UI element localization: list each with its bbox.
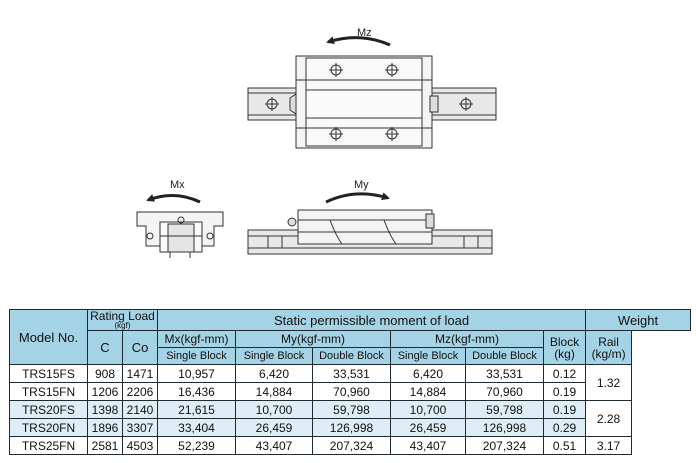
co-cell: 2206 bbox=[122, 382, 158, 401]
mx-rotation-arrow bbox=[146, 194, 201, 204]
mz-header: Mz(kgf-mm) bbox=[390, 330, 544, 348]
co-cell: 4503 bbox=[122, 436, 158, 455]
mx-cell: 33,404 bbox=[157, 418, 236, 437]
my-double-header: Double Block bbox=[312, 347, 391, 365]
header-row-1: Model No. Rating Load (kgf) Static permi… bbox=[9, 309, 691, 365]
mz-label: Mz bbox=[357, 27, 372, 39]
header-row-3: Single Block Single Block Double Block S… bbox=[10, 347, 691, 365]
block-weight-cell: 0.51 bbox=[542, 436, 587, 455]
mz-single-cell: 6,420 bbox=[390, 364, 466, 383]
my-single-cell: 10,700 bbox=[235, 400, 313, 419]
my-single-header: Single Block bbox=[235, 347, 313, 365]
technical-drawings: Mz Mx My bbox=[136, 27, 497, 258]
mz-rotation-arrow bbox=[326, 36, 391, 47]
front-view-drawing bbox=[136, 194, 224, 258]
model-cell: TRS15FS bbox=[9, 364, 88, 383]
table-row: TRS25FN 2581 4503 52,239 43,407 207,324 … bbox=[9, 436, 691, 455]
mz-double-cell: 207,324 bbox=[465, 436, 544, 455]
block-unit: (kg) bbox=[554, 346, 575, 361]
my-header: My(kgf-mm) bbox=[235, 330, 391, 348]
block-weight-cell: 0.19 bbox=[542, 400, 587, 419]
my-single-cell: 43,407 bbox=[235, 436, 313, 455]
c-cell: 2581 bbox=[87, 436, 123, 455]
header-row-2: C Co Mx(kgf-mm) My(kgf-mm) Mz(kgf-mm) Bl… bbox=[10, 330, 691, 365]
my-double-cell: 33,531 bbox=[312, 364, 391, 383]
top-view-drawing bbox=[247, 36, 497, 149]
my-single-cell: 26,459 bbox=[235, 418, 313, 437]
my-single-cell: 6,420 bbox=[235, 364, 313, 383]
rail-weight-cell: 3.17 bbox=[585, 436, 633, 455]
my-double-cell: 70,960 bbox=[312, 382, 391, 401]
c-cell: 1398 bbox=[87, 400, 123, 419]
mz-double-cell: 59,798 bbox=[465, 400, 544, 419]
mx-cell: 52,239 bbox=[157, 436, 236, 455]
model-cell: TRS25FN bbox=[9, 436, 88, 455]
my-rotation-arrow bbox=[325, 192, 390, 204]
mx-header: Mx(kgf-mm) bbox=[157, 330, 236, 348]
mz-double-header: Double Block bbox=[465, 347, 544, 365]
rail-weight-cell: 2.28 bbox=[585, 400, 633, 437]
co-cell: 2140 bbox=[122, 400, 158, 419]
block-weight-cell: 0.29 bbox=[542, 418, 587, 437]
mz-double-cell: 70,960 bbox=[465, 382, 544, 401]
rail-weight-cell: 1.32 bbox=[585, 364, 633, 401]
model-cell: TRS20FS bbox=[9, 400, 88, 419]
block-weight-cell: 0.19 bbox=[542, 382, 587, 401]
mz-double-cell: 126,998 bbox=[465, 418, 544, 437]
specification-table: Model No. Rating Load (kgf) Static permi… bbox=[9, 309, 691, 455]
block-weight-cell: 0.12 bbox=[542, 364, 587, 383]
mz-single-cell: 14,884 bbox=[390, 382, 466, 401]
model-cell: TRS15FN bbox=[9, 382, 88, 401]
block-weight-header: Block (kg) bbox=[542, 330, 587, 365]
co-cell: 1471 bbox=[122, 364, 158, 383]
my-single-cell: 14,884 bbox=[235, 382, 313, 401]
mx-label: Mx bbox=[170, 179, 185, 191]
c-cell: 1206 bbox=[87, 382, 123, 401]
table-row: TRS15FS 908 1471 10,957 6,420 33,531 6,4… bbox=[9, 364, 691, 401]
table-row: TRS20FS 1398 2140 21,615 10,700 59,798 1… bbox=[9, 400, 691, 437]
co-cell: 3307 bbox=[122, 418, 158, 437]
mz-single-cell: 26,459 bbox=[390, 418, 466, 437]
block-label: Block bbox=[549, 334, 580, 349]
mx-cell: 10,957 bbox=[157, 364, 236, 383]
mz-single-header: Single Block bbox=[390, 347, 466, 365]
my-label: My bbox=[354, 179, 369, 191]
c-cell: 1896 bbox=[87, 418, 123, 437]
mz-double-cell: 33,531 bbox=[465, 364, 544, 383]
mx-cell: 21,615 bbox=[157, 400, 236, 419]
rail-weight-header: Rail (kg/m) bbox=[585, 330, 633, 365]
mz-single-cell: 10,700 bbox=[390, 400, 466, 419]
c-cell: 908 bbox=[87, 364, 123, 383]
my-double-cell: 207,324 bbox=[312, 436, 391, 455]
model-header: Model No. bbox=[9, 309, 88, 365]
rating-load-header: Rating Load (kgf) bbox=[87, 309, 158, 331]
side-view-drawing bbox=[247, 192, 493, 255]
mz-single-cell: 43,407 bbox=[390, 436, 466, 455]
my-double-cell: 59,798 bbox=[312, 400, 391, 419]
weight-header: Weight bbox=[585, 309, 691, 331]
static-moment-header: Static permissible moment of load bbox=[156, 309, 587, 331]
my-double-cell: 126,998 bbox=[312, 418, 391, 437]
co-header: Co bbox=[122, 330, 158, 365]
mx-cell: 16,436 bbox=[157, 382, 236, 401]
rail-unit: (kg/m) bbox=[591, 346, 626, 361]
rating-load-unit: (kgf) bbox=[114, 321, 131, 330]
rating-load-label: Rating Load bbox=[90, 309, 155, 323]
mx-single-header: Single Block bbox=[157, 347, 236, 365]
c-header: C bbox=[87, 330, 123, 365]
rail-label: Rail bbox=[598, 334, 619, 349]
table-row: TRS20FN 1896 3307 33,404 26,459 126,998 … bbox=[9, 418, 691, 437]
model-cell: TRS20FN bbox=[9, 418, 88, 437]
